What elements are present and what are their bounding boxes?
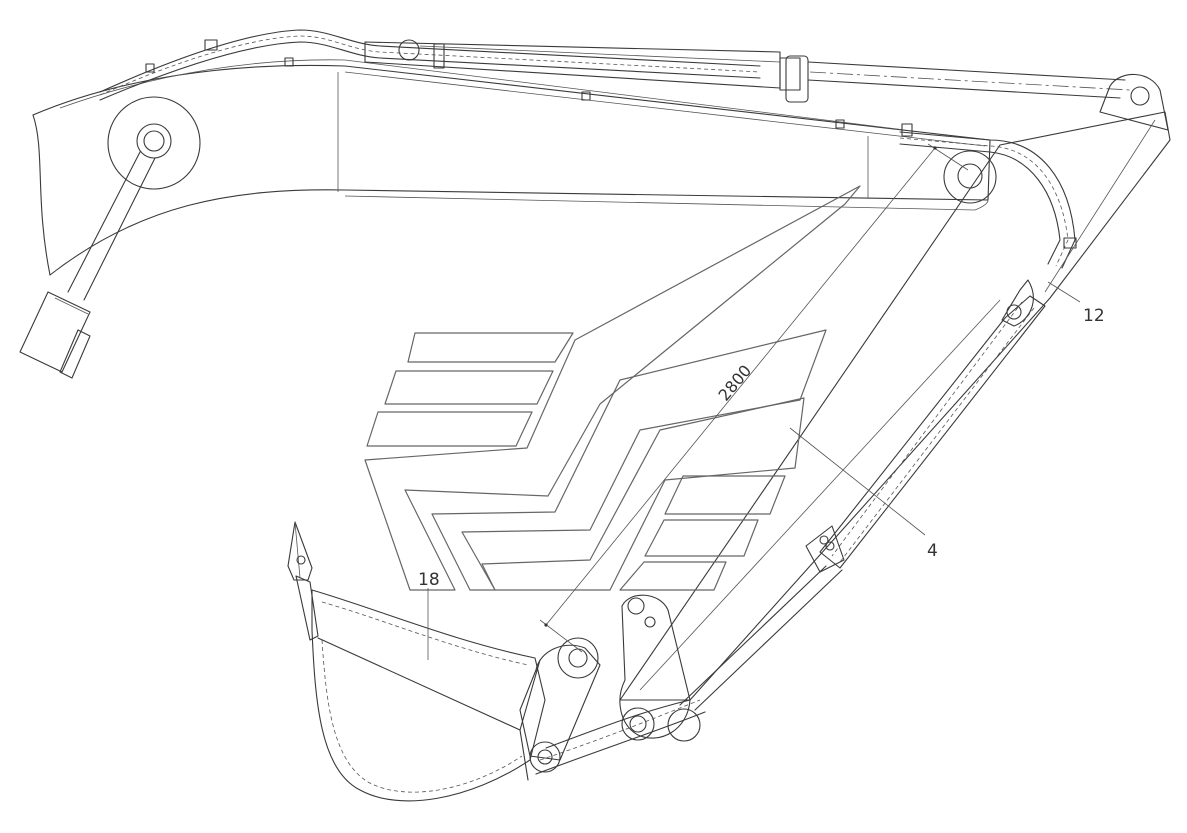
label-18: 18	[418, 570, 440, 590]
boom-arm-pin	[943, 150, 997, 204]
boom-cylinder	[19, 151, 156, 379]
bucket-tooth	[287, 521, 319, 641]
label-12: 12	[1083, 306, 1105, 326]
boom	[32, 59, 991, 276]
boom-pin	[107, 96, 201, 190]
logo-watermark	[364, 185, 861, 591]
callouts: 12 4 18	[418, 281, 1105, 660]
bucket-cylinder	[679, 295, 1046, 711]
arm	[619, 111, 1171, 701]
arm-cylinder	[364, 39, 1169, 131]
hydraulic-hoses	[99, 29, 1077, 269]
dimension-2800: 2800	[539, 143, 969, 653]
label-4: 4	[927, 541, 938, 561]
bucket	[311, 589, 706, 802]
dimension-value: 2800	[715, 361, 756, 404]
